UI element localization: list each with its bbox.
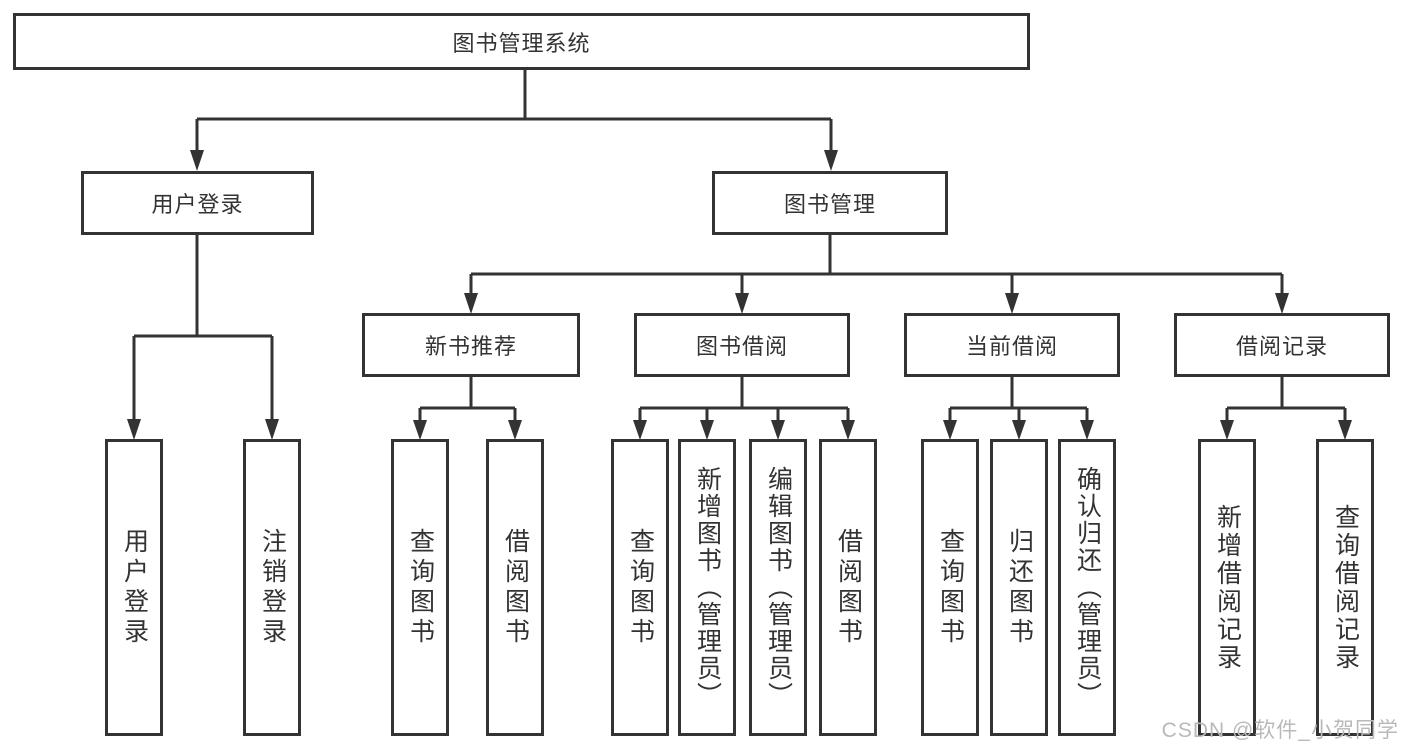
leaf-bb-add-books-admin: 新增图书（管理员） — [678, 439, 736, 736]
leaf-logout: 注销登录 — [243, 439, 301, 736]
node-user-login: 用户登录 — [81, 171, 314, 235]
leaf-cb-return-books: 归还图书 — [990, 439, 1048, 736]
leaf-nb-borrow-books: 借阅图书 — [486, 439, 544, 736]
node-root-system: 图书管理系统 — [13, 13, 1030, 70]
node-borrow-records: 借阅记录 — [1174, 313, 1390, 377]
leaf-cb-query-books: 查询图书 — [921, 439, 979, 736]
watermark: CSDN @软件_小贺同学 — [1161, 719, 1399, 742]
leaf-bb-borrow-books: 借阅图书 — [819, 439, 877, 736]
leaf-bb-query-books: 查询图书 — [611, 439, 669, 736]
leaf-br-query-record: 查询借阅记录 — [1316, 439, 1374, 736]
node-book-borrow: 图书借阅 — [634, 313, 850, 377]
leaf-nb-query-books: 查询图书 — [391, 439, 449, 736]
leaf-user-login: 用户登录 — [105, 439, 163, 736]
node-book-management: 图书管理 — [712, 171, 948, 235]
leaf-cb-confirm-return-admin: 确认归还（管理员） — [1058, 439, 1116, 736]
node-current-borrow: 当前借阅 — [904, 313, 1120, 377]
node-new-book-recommend: 新书推荐 — [362, 313, 580, 377]
leaf-bb-edit-books-admin: 编辑图书（管理员） — [749, 439, 807, 736]
leaf-br-add-record: 新增借阅记录 — [1198, 439, 1256, 736]
